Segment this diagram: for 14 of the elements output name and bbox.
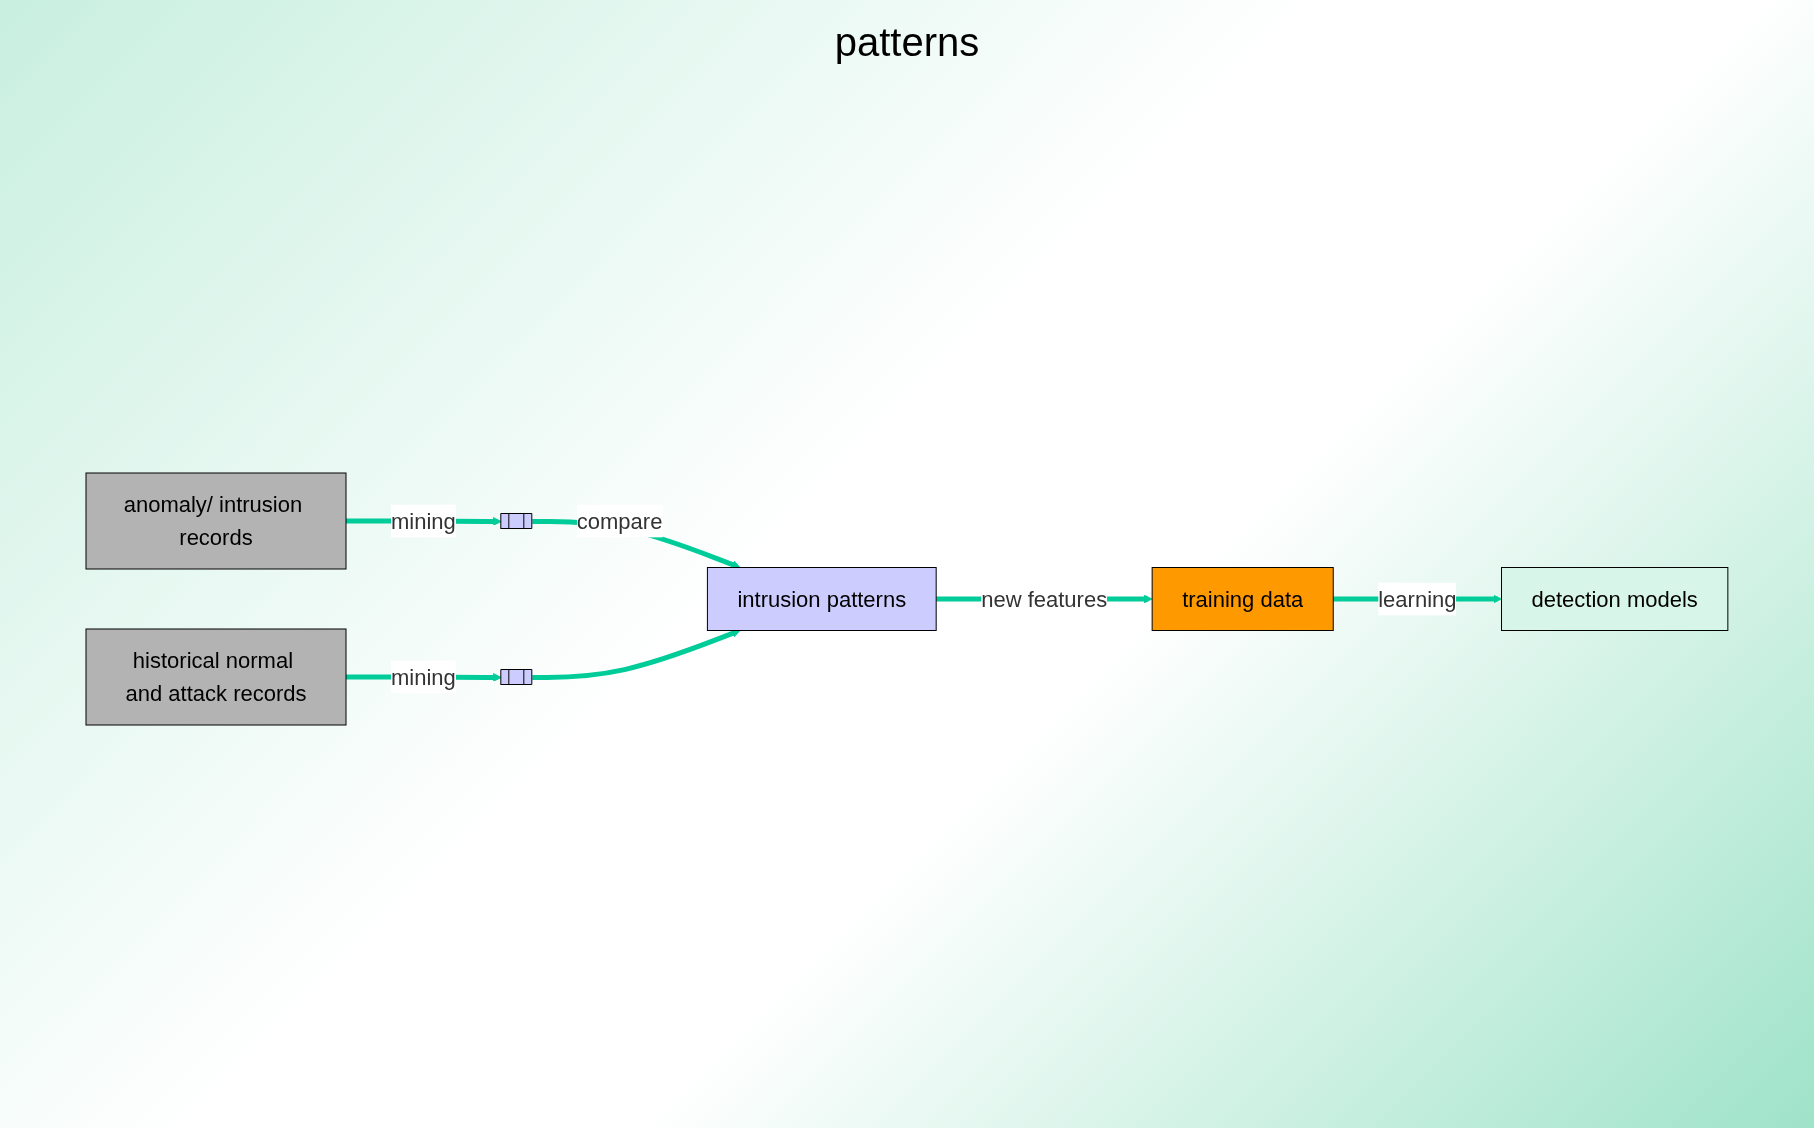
node-bar xyxy=(500,513,533,529)
chart-caption: patterns xyxy=(834,20,980,64)
node-bar xyxy=(500,669,533,685)
edge-label: mining xyxy=(391,664,456,690)
edge-label: learning xyxy=(1378,586,1457,612)
edge-label: new features xyxy=(981,586,1108,612)
node-box: detection models xyxy=(1501,567,1729,631)
arrow xyxy=(532,629,741,680)
edge-label: mining xyxy=(391,508,456,534)
node-box: training data xyxy=(1151,567,1334,631)
node-box: anomaly/ intrusion records xyxy=(85,472,347,570)
node-box: historical normal and attack records xyxy=(85,628,347,726)
edge-label: compare xyxy=(576,508,663,534)
node-box: intrusion patterns xyxy=(707,567,937,631)
